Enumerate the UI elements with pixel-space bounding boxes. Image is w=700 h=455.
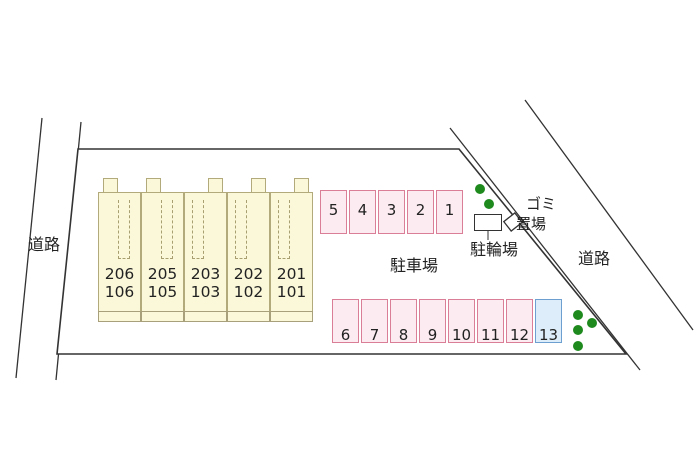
entrance-tab [294,178,309,194]
entrance-tab [103,178,118,194]
tree-icon [573,310,583,320]
parking-stall: 4 [349,190,376,234]
entrance-tab [251,178,266,194]
unit-number-upper: 201 [276,265,307,283]
parking-stall: 8 [390,299,417,343]
entrance-tab [146,178,161,194]
unit-number-lower: 106 [104,283,135,301]
unit-balcony [141,311,184,322]
parking-stall: 5 [320,190,347,234]
bicycle-parking-label: 駐輪場 [470,240,519,259]
parking-stall: 6 [332,299,359,343]
parking-stall: 12 [506,299,533,343]
unit-column: 205 105 [141,178,184,322]
unit-body [98,192,141,312]
tree-icon [484,199,494,209]
unit-body [184,192,227,312]
unit-column: 206 106 [98,178,141,322]
unit-body [141,192,184,312]
parking-stall: 1 [436,190,463,234]
unit-interior-outline [118,200,130,259]
unit-number-upper: 203 [190,265,221,283]
road-edge-left-outer [15,117,43,379]
unit-body [227,192,270,312]
road-label-left: 道路 [28,235,61,254]
unit-column: 202 102 [227,178,270,322]
garbage-area [502,212,524,232]
unit-column: 201 101 [270,178,313,322]
unit-balcony [98,311,141,322]
road-edge-right-inner [449,127,641,371]
tree-icon [587,318,597,328]
unit-body [270,192,313,312]
unit-number-lower: 102 [233,283,264,301]
unit-balcony [270,311,313,322]
entrance-tab [208,178,223,194]
tree-icon [573,325,583,335]
unit-interior-outline [235,200,247,259]
parking-stall: 7 [361,299,388,343]
apartment-building: 206 106 205 105 203 103 202 102 201 101 [98,178,313,322]
parking-label: 駐車場 [390,256,439,275]
parking-stall: 11 [477,299,504,343]
parking-stall-highlighted: 13 [535,299,562,343]
garbage-area-label: ゴミ 置場 [516,194,556,234]
unit-number-lower: 105 [147,283,178,301]
bicycle-rack [474,214,502,231]
parking-stall: 3 [378,190,405,234]
unit-column: 203 103 [184,178,227,322]
road-edge-right-outer [524,99,694,331]
unit-interior-outline [278,200,290,259]
parking-stall: 9 [419,299,446,343]
road-label-right: 道路 [578,249,611,268]
tree-icon [475,184,485,194]
unit-number-upper: 202 [233,265,264,283]
garbage-label-line2: 置場 [516,215,547,233]
unit-balcony [184,311,227,322]
unit-number-lower: 101 [276,283,307,301]
garbage-label-line1: ゴミ [526,195,557,213]
unit-balcony [227,311,270,322]
parking-stall: 10 [448,299,475,343]
unit-number-lower: 103 [190,283,221,301]
unit-interior-outline [161,200,173,259]
unit-number-upper: 206 [104,265,135,283]
parking-stall: 2 [407,190,434,234]
unit-number-upper: 205 [147,265,178,283]
unit-interior-outline [192,200,204,259]
tree-icon [573,341,583,351]
